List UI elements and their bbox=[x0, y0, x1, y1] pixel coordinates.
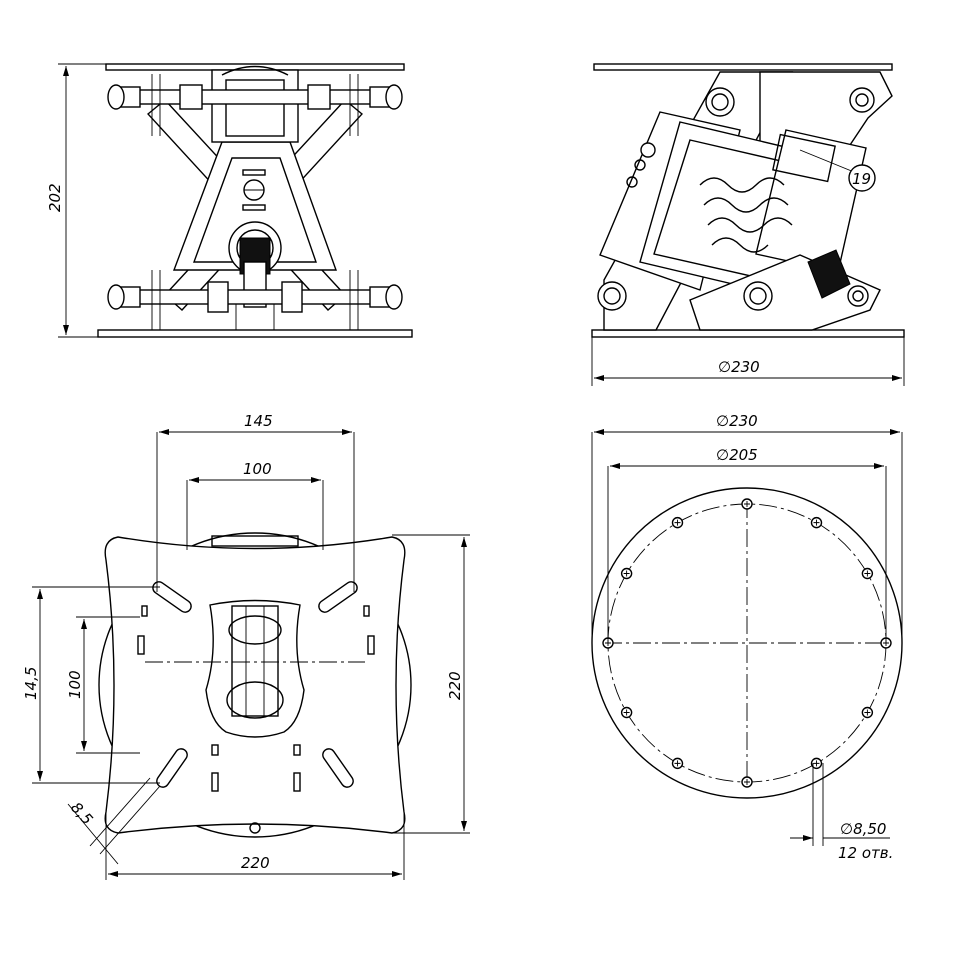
bolt-hole-center-mark bbox=[623, 709, 630, 716]
bolt-hole-center-mark bbox=[864, 570, 871, 577]
top-dim-100: 100 bbox=[243, 460, 272, 478]
bolt-hole-center-mark bbox=[674, 760, 681, 767]
bolt-hole-center-mark bbox=[623, 570, 630, 577]
bolt-hole-center-mark bbox=[744, 779, 750, 785]
front-view: 202 bbox=[46, 63, 413, 338]
bolt-hole-center-mark bbox=[813, 760, 820, 767]
bolt-hole-center-mark bbox=[674, 519, 681, 526]
top-view: 145 100 14,5 100 8,5 220 220 bbox=[22, 412, 470, 880]
top-dim-100-vertical: 100 bbox=[66, 670, 84, 699]
bolt-hole-center-mark bbox=[813, 519, 820, 526]
bolt-hole-center-mark bbox=[864, 709, 871, 716]
top-dim-220-vertical: 220 bbox=[446, 671, 464, 700]
bottom-view: ∅230 ∅205 ∅8,50 12 отв. bbox=[591, 412, 903, 862]
bottom-bolt-circle: ∅205 bbox=[716, 446, 758, 464]
top-dim-14-5: 14,5 bbox=[22, 667, 40, 700]
bottom-hole-count: 12 отв. bbox=[838, 844, 893, 862]
top-dim-220-horizontal: 220 bbox=[241, 854, 270, 872]
side-view: 19 ∅230 bbox=[591, 63, 905, 386]
bottom-hole-diameter: ∅8,50 bbox=[840, 820, 886, 838]
top-dim-145: 145 bbox=[244, 412, 273, 430]
bottom-outer-diameter: ∅230 bbox=[716, 412, 758, 430]
side-callout-label: 19 bbox=[852, 170, 871, 188]
side-diameter-label: ∅230 bbox=[718, 358, 760, 376]
top-dim-8-5: 8,5 bbox=[67, 799, 96, 829]
bolt-hole-center-mark bbox=[744, 501, 750, 507]
front-height-label: 202 bbox=[46, 183, 64, 212]
